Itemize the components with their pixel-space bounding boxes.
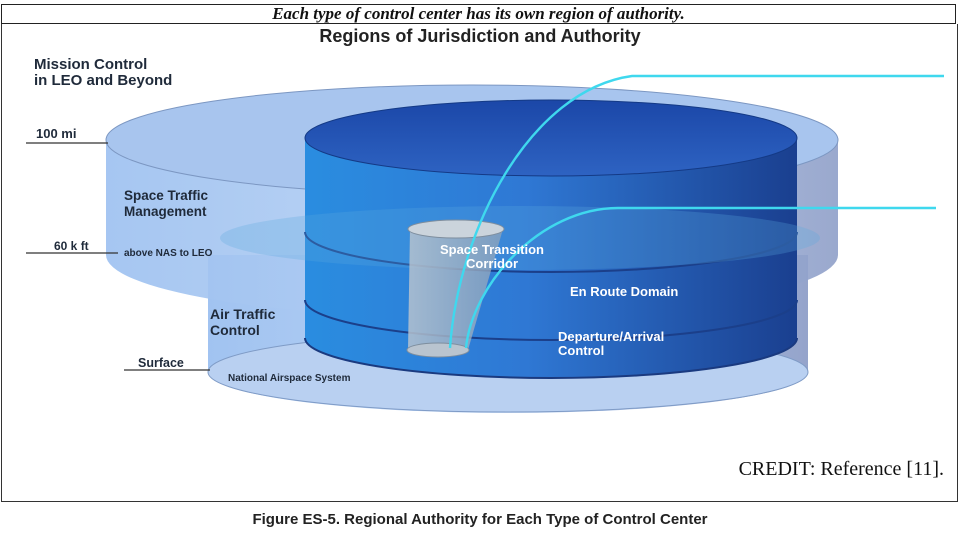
corridor-label-1: Space Transition [440, 242, 544, 257]
departure-label-1: Departure/Arrival [558, 329, 664, 344]
altitude-leaders [26, 142, 210, 371]
atc-label-1: Air Traffic [210, 306, 276, 322]
stm-label-2: Management [124, 204, 207, 219]
above-nas-label: above NAS to LEO [124, 248, 213, 259]
mission-control-label-2: in LEO and Beyond [34, 72, 172, 89]
corridor-label-2: Corridor [466, 256, 518, 271]
surface-label: Surface [138, 356, 184, 370]
stm-label-1: Space Traffic [124, 188, 209, 203]
atc-label-2: Control [210, 322, 260, 338]
figure-caption: Figure ES-5. Regional Authority for Each… [252, 511, 708, 528]
figure-frame [1, 24, 958, 502]
diagram-title: Regions of Jurisdiction and Authority [319, 26, 641, 46]
stm-boundary-line [304, 231, 798, 273]
mission-control-label-1: Mission Control [34, 56, 147, 73]
launch-paths [448, 74, 944, 349]
nas-label: National Airspace System [228, 373, 351, 384]
sixty-kft-plane [220, 206, 820, 270]
top-banner: Each type of control center has its own … [1, 4, 956, 24]
launch-path-lower [464, 206, 936, 349]
altitude-100mi-label: 100 mi [36, 126, 76, 141]
departure-label-2: Control [558, 343, 604, 358]
launch-path-upper [448, 74, 944, 349]
credit-text: CREDIT: Reference [11]. [738, 458, 944, 480]
en-route-boundary-line [304, 299, 798, 341]
en-route-label: En Route Domain [570, 284, 678, 299]
altitude-60kft-label: 60 k ft [54, 239, 89, 253]
